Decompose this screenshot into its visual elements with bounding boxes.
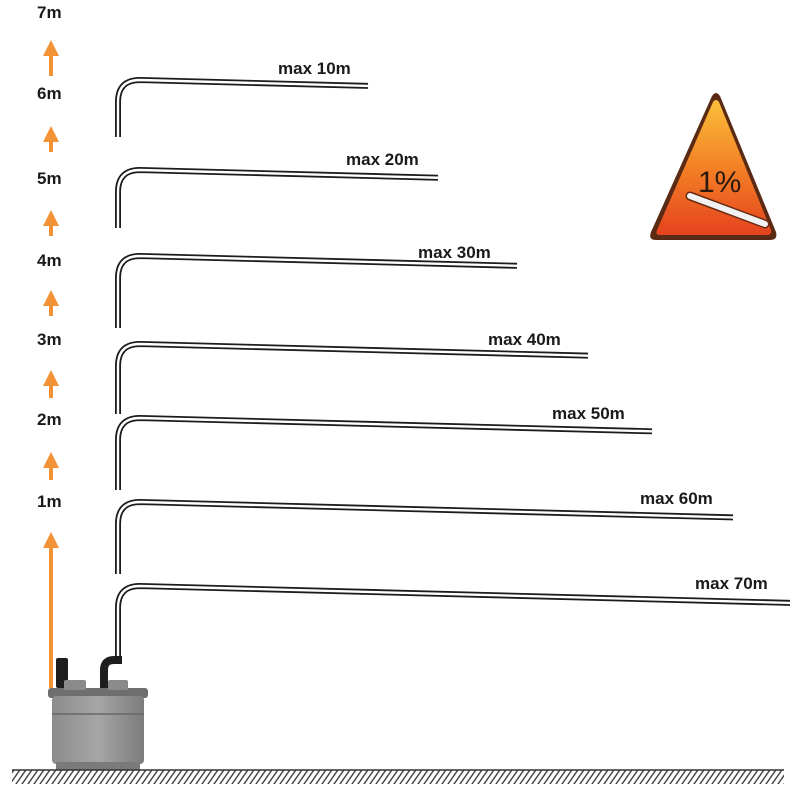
height-label: 2m (37, 410, 62, 429)
height-label: 4m (37, 251, 62, 270)
pipe-run: max 10m (115, 59, 369, 137)
height-label: 7m (37, 3, 62, 22)
max-length-label: max 30m (418, 243, 491, 262)
max-length-label: max 40m (488, 330, 561, 349)
slope-percentage-label: 1% (698, 166, 741, 199)
max-length-label: max 70m (695, 574, 768, 593)
up-arrow-icon (43, 452, 59, 480)
sewage-pump-unit-icon (48, 656, 148, 770)
height-label: 5m (37, 169, 62, 188)
height-label: 1m (37, 492, 62, 511)
sloped-pipe-icon (685, 191, 770, 229)
up-arrow-icon (43, 40, 59, 76)
max-length-label: max 60m (640, 489, 713, 508)
pipe-run: max 20m (115, 150, 439, 228)
warning-triangle-fill (656, 100, 772, 235)
height-label: 6m (37, 84, 62, 103)
height-arrows (43, 40, 59, 688)
max-length-label: max 50m (552, 404, 625, 423)
up-arrow-icon (43, 370, 59, 398)
pipe-run: max 70m (115, 574, 791, 660)
ground-floor (12, 769, 784, 784)
up-arrow-icon (43, 126, 59, 152)
height-label: 3m (37, 330, 62, 349)
height-scale: 1m 2m 3m 4m 5m 6m 7m (37, 3, 62, 511)
pipe-run: max 60m (115, 489, 734, 574)
max-length-label: max 10m (278, 59, 351, 78)
pipe-run: max 40m (115, 330, 589, 414)
max-length-label: max 20m (346, 150, 419, 169)
pipe-runs: max 10m max 20m max 30m max 40m max 50m max 6… (115, 59, 791, 660)
pipe-run: max 30m (115, 243, 518, 328)
up-arrow-icon (43, 210, 59, 236)
slope-warning-sign: 1% (650, 93, 777, 240)
pipe-run: max 50m (115, 404, 653, 490)
up-arrow-icon (43, 532, 59, 688)
up-arrow-icon (43, 290, 59, 316)
